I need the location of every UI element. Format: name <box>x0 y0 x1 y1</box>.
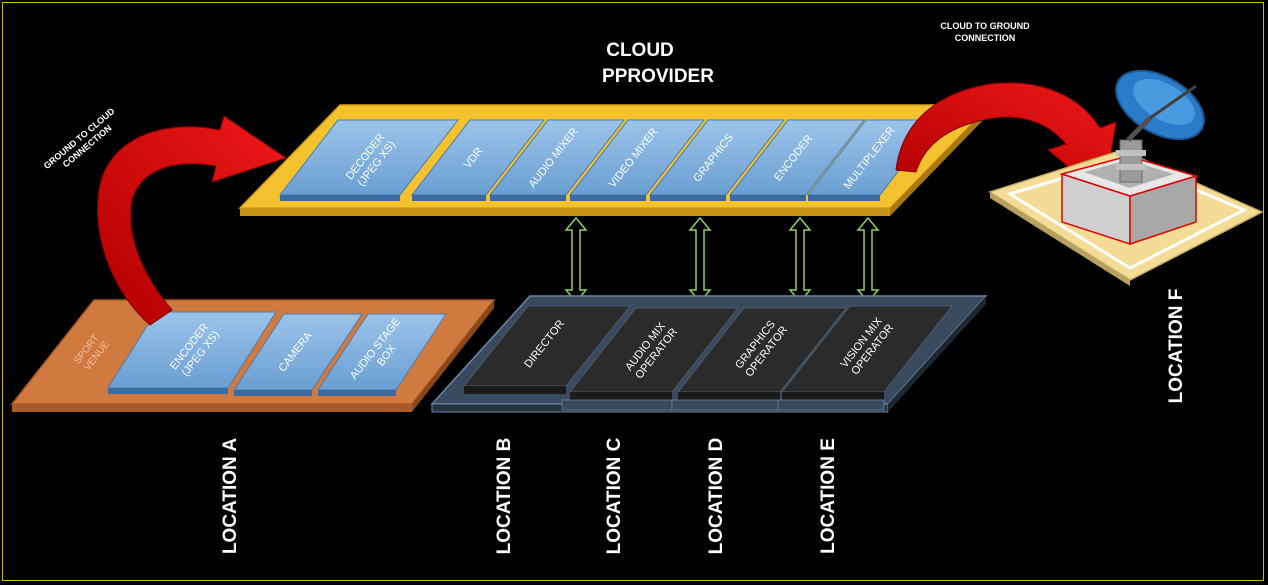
location-f-label: LOCATION F <box>1166 289 1187 404</box>
operator-panel-audio-mix: AUDIO MIX OPERATOR <box>561 307 740 411</box>
cloud-provider-title-1: CLOUD <box>606 40 674 61</box>
venue-module-audio-stage-box: AUDIO STAGE BOX <box>317 313 447 396</box>
venue-module-encoder: ENCODER (JPEG XS) <box>107 311 277 394</box>
location-d-label: LOCATION D <box>706 438 727 555</box>
location-e-label: LOCATION E <box>818 438 839 554</box>
location-b-label: LOCATION B <box>494 438 515 555</box>
cloud-module-decoder: DECODER (JPEG XS) <box>278 119 460 201</box>
link-arrow-graphics <box>788 216 812 304</box>
cloud-provider-title-2: PPROVIDER <box>602 66 714 87</box>
location-c-label: LOCATION C <box>604 437 625 554</box>
cloud-module-encoder: ENCODER <box>728 119 866 201</box>
operator-panel-graphics: GRAPHICS OPERATOR <box>671 307 848 411</box>
location-a-label: LOCATION A <box>220 438 241 554</box>
operator-panel-director: DIRECTOR <box>462 305 632 394</box>
cloud-to-ground-label-1: CLOUD TO GROUND <box>940 21 1030 31</box>
cloud-to-ground-arrow <box>895 82 1117 197</box>
cloud-module-vdr: VDR <box>410 119 546 201</box>
cloud-to-ground-label-2: CONNECTION <box>955 33 1016 43</box>
cloud-module-graphics: GRAPHICS <box>648 119 786 201</box>
cloud-module-audio-mixer: AUDIO MIXER <box>488 119 626 201</box>
link-arrow-audio-mixer <box>564 216 588 304</box>
ground-to-cloud-label-1: GROUND TO CLOUD <box>42 106 117 171</box>
satellite-dish-icon <box>1115 69 1205 183</box>
link-arrow-encoder <box>856 216 880 304</box>
link-arrow-video-mixer <box>688 216 712 304</box>
venue-module-camera: CAMERA <box>233 313 363 396</box>
operator-panel-vision-mix: VISION MIX OPERATOR <box>777 305 954 411</box>
link-arrows <box>564 216 880 304</box>
cloud-module-video-mixer: VIDEO MIXER <box>568 119 706 201</box>
ground-to-cloud-arrow <box>96 115 288 326</box>
